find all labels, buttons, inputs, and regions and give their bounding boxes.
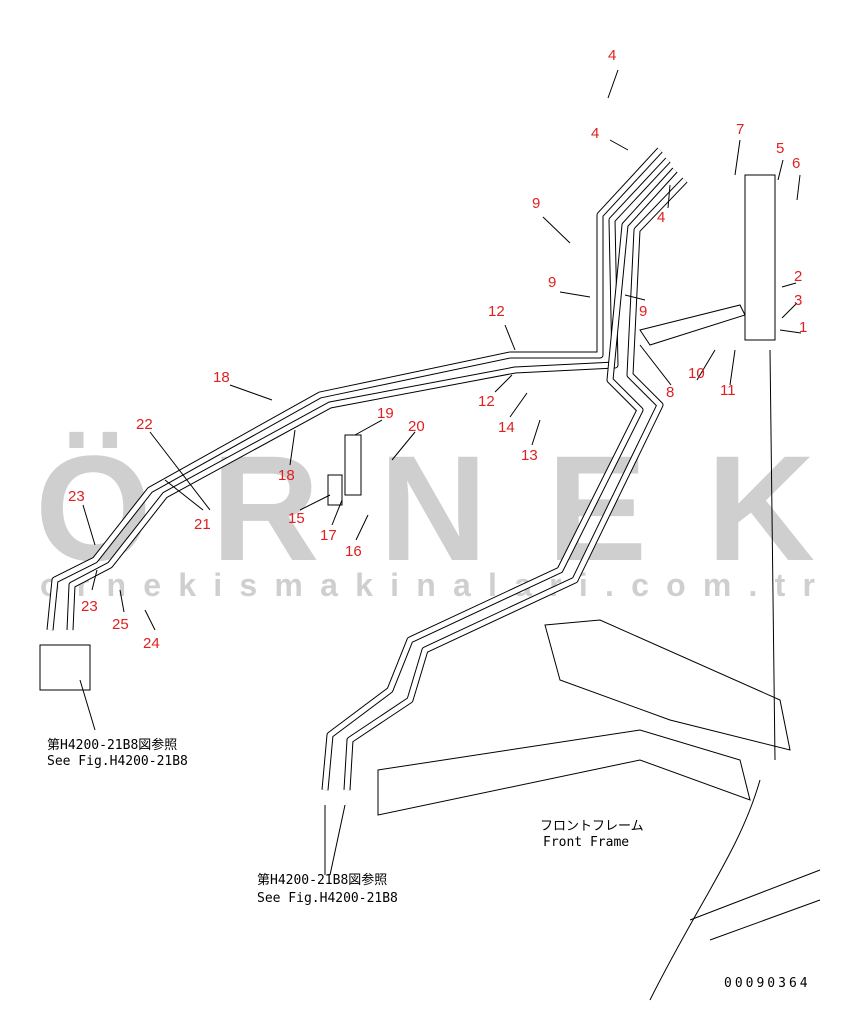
callout: 3	[794, 292, 802, 309]
callout: 8	[666, 384, 674, 401]
callout: 2	[794, 268, 802, 285]
callout: 12	[488, 303, 505, 320]
callout: 17	[320, 527, 337, 544]
callout: 11	[720, 382, 736, 399]
center-reference-en: See Fig.H4200-21B8	[257, 891, 398, 906]
callout: 12	[478, 393, 495, 410]
callout: 25	[112, 616, 129, 633]
callout: 6	[792, 155, 800, 172]
callout: 24	[143, 635, 160, 652]
watermark-url: ornekismakinalari.com.tr	[40, 567, 815, 603]
callout: 1	[799, 319, 807, 336]
callout: 9	[639, 303, 647, 320]
callout-numbers: 4 4 4 7 5 6 9 9 9 2 3 1 12 12 10 11 8 14…	[68, 47, 807, 652]
callout: 5	[776, 140, 784, 157]
callout: 18	[213, 369, 230, 386]
callout: 9	[548, 274, 556, 291]
callout: 23	[81, 598, 98, 615]
callout: 15	[288, 510, 305, 527]
left-reference-en: See Fig.H4200-21B8	[47, 754, 188, 769]
left-reference-jp: 第H4200-21B8図参照	[47, 737, 177, 753]
callout: 14	[498, 419, 515, 436]
leader-lines	[79, 69, 802, 876]
hydraulic-pipes	[46, 147, 688, 791]
callout: 10	[688, 365, 705, 382]
callout: 19	[377, 405, 394, 422]
callout: 7	[736, 121, 744, 138]
callout: 23	[68, 488, 85, 505]
front-frame-label-en: Front Frame	[543, 835, 629, 850]
callout: 16	[345, 543, 362, 560]
front-frame-label-jp: フロントフレーム	[540, 819, 644, 834]
callout: 4	[608, 47, 616, 64]
brackets-frame	[39, 174, 821, 1001]
callout: 9	[532, 195, 540, 212]
callout: 4	[591, 125, 599, 142]
callout: 13	[521, 447, 538, 464]
callout: 18	[278, 467, 295, 484]
callout: 21	[194, 516, 211, 533]
callout: 4	[657, 209, 665, 226]
drawing-number: 00090364	[724, 976, 811, 991]
callout: 22	[136, 416, 153, 433]
center-reference-jp: 第H4200-21B8図参照	[257, 872, 387, 888]
callout: 20	[408, 418, 425, 435]
